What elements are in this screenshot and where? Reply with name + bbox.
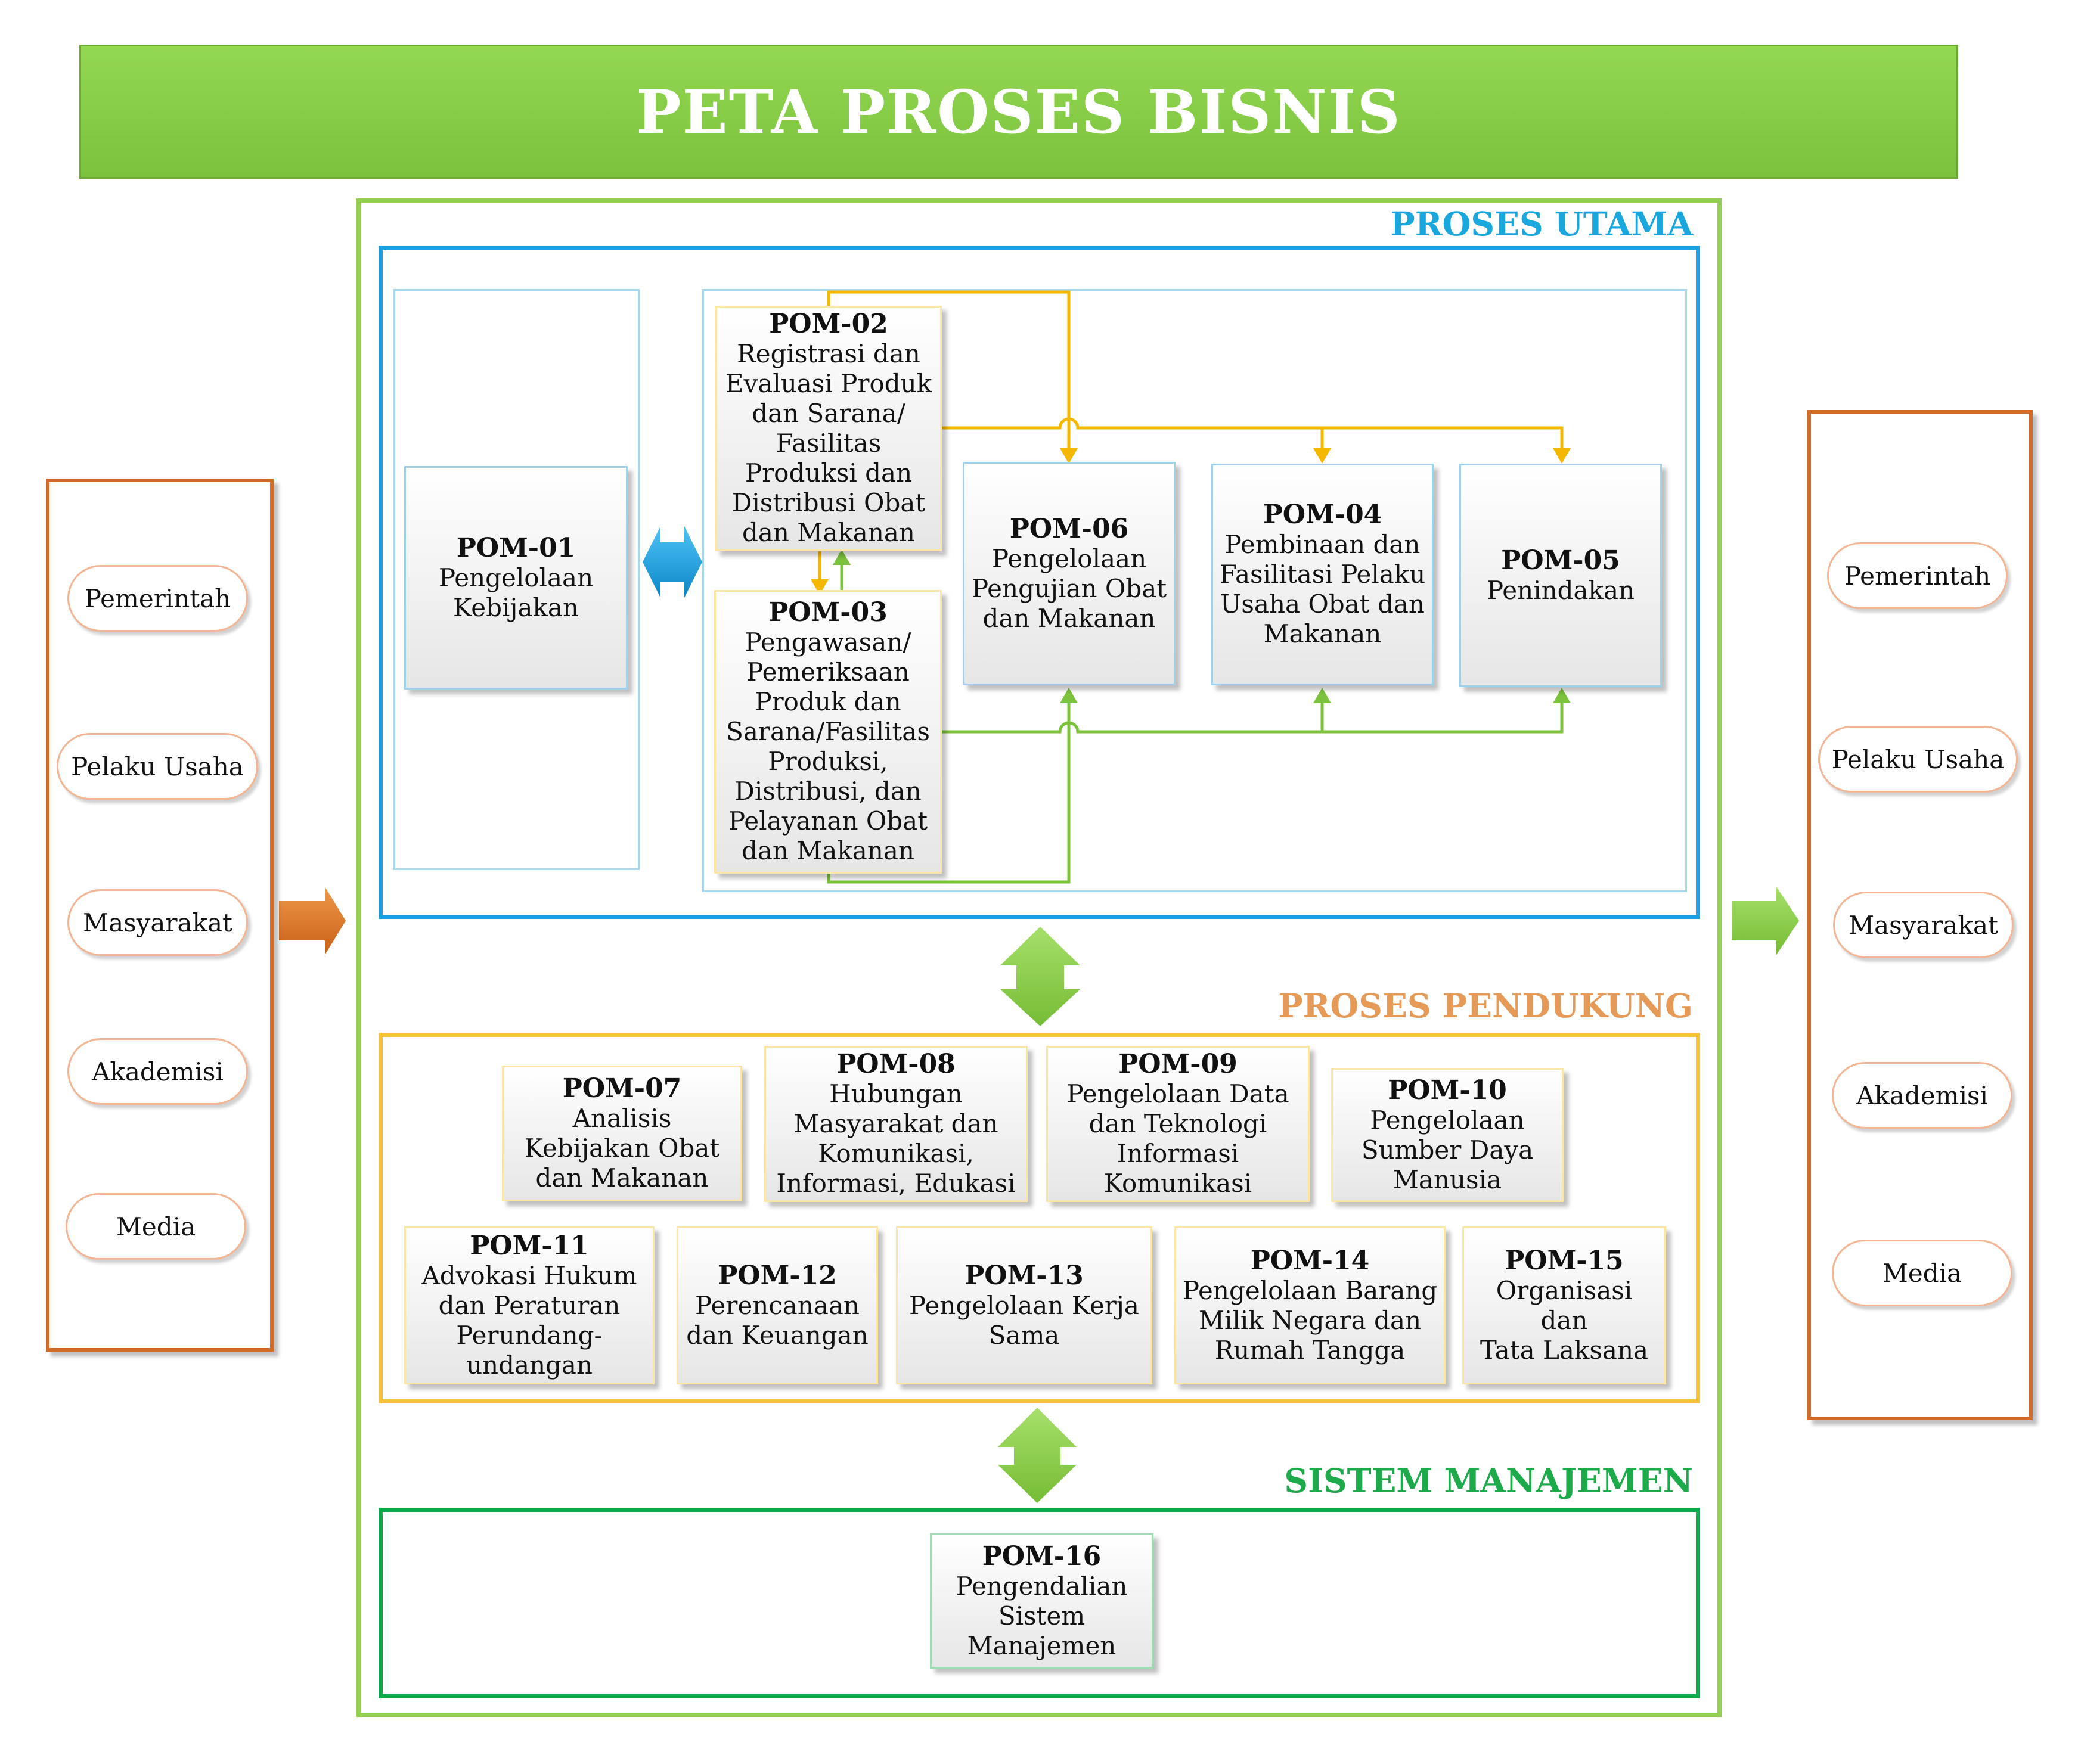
stakeholder-out-pelaku-usaha: Pelaku Usaha [1818,726,2018,793]
node-description: Analisis Kebijakan Obat dan Makanan [524,1104,720,1192]
process-node-pom-16: POM-16 Pengendalian Sistem Manajemen [930,1533,1153,1669]
node-description: Pengelolaan Kerja Sama [909,1290,1139,1350]
policy-group-frame [393,289,640,870]
node-description: Pengawasan/ Pemeriksaan Produk dan Saran… [726,628,930,865]
yellow-arrowheads [811,448,1571,595]
node-description: Pengendalian Sistem Manajemen [956,1571,1128,1660]
process-node-pom-01: POM-01 Pengelolaan Kebijakan [404,466,628,690]
support-management-double-arrow [998,1408,1077,1503]
output-arrow [1732,887,1799,955]
node-code: POM-06 [1009,513,1129,544]
management-system-box [379,1508,1700,1698]
section-label-support: PROSES PENDUKUNG [1278,986,1693,1025]
node-description: Registrasi dan Evaluasi Produk dan Saran… [725,339,932,547]
process-node-pom-02: POM-02 Registrasi dan Evaluasi Produk da… [715,306,942,551]
stakeholder-in-masyarakat: Masyarakat [67,889,248,956]
node-code: POM-02 [769,309,888,339]
main-support-double-arrow [1000,927,1080,1026]
node-description: Pengelolaan Data dan Teknologi Informasi… [1066,1079,1289,1198]
node-description: Pengelolaan Barang Milik Negara dan Ruma… [1182,1275,1438,1365]
yellow-connectors [818,290,1564,583]
node-description: Pembinaan dan Fasilitasi Pelaku Usaha Ob… [1219,530,1426,648]
node-code: POM-13 [964,1260,1084,1291]
green-arrowheads [833,549,1571,703]
input-arrow [279,887,346,955]
process-node-pom-15: POM-15 Organisasi dan Tata Laksana [1462,1226,1666,1384]
process-node-pom-12: POM-12 Perencanaan dan Keuangan [677,1226,878,1384]
node-code: POM-07 [562,1073,682,1104]
node-description: Pengelolaan Kebijakan [438,563,594,622]
page-title: PETA PROSES BISNIS [79,45,1958,179]
node-code: POM-14 [1250,1245,1370,1276]
stakeholder-in-pelaku-usaha: Pelaku Usaha [57,733,258,800]
main-process-box [379,246,1700,919]
process-node-pom-11: POM-11 Advokasi Hukum dan Peraturan Peru… [404,1226,655,1384]
process-node-pom-03: POM-03 Pengawasan/ Pemeriksaan Produk da… [714,590,942,874]
process-node-pom-09: POM-09 Pengelolaan Data dan Teknologi In… [1046,1046,1310,1202]
process-node-pom-10: POM-10 Pengelolaan Sumber Daya Manusia [1331,1068,1564,1202]
node-code: POM-08 [836,1049,956,1079]
process-node-pom-06: POM-06 Pengelolaan Pengujian Obat dan Ma… [963,462,1176,685]
stakeholder-in-pemerintah: Pemerintah [67,565,248,632]
stakeholder-out-akademisi: Akademisi [1832,1062,2012,1129]
node-description: Hubungan Masyarakat dan Komunikasi, Info… [776,1079,1016,1198]
node-code: POM-16 [982,1541,1102,1572]
node-description: Pengelolaan Pengujian Obat dan Makanan [971,544,1167,633]
node-code: POM-11 [470,1230,589,1261]
node-code: POM-03 [768,597,888,628]
process-node-pom-14: POM-14 Pengelolaan Barang Milik Negara d… [1174,1226,1446,1384]
stakeholder-in-media: Media [66,1193,246,1260]
stakeholder-out-media: Media [1832,1240,2012,1306]
node-description: Penindakan [1486,575,1635,605]
process-node-pom-13: POM-13 Pengelolaan Kerja Sama [896,1226,1152,1384]
stakeholder-in-akademisi: Akademisi [67,1038,248,1105]
node-code: POM-05 [1501,545,1620,576]
node-code: POM-10 [1388,1074,1507,1105]
process-node-pom-05: POM-05 Penindakan [1459,464,1662,687]
process-node-pom-07: POM-07 Analisis Kebijakan Obat dan Makan… [502,1066,742,1201]
support-process-box [379,1033,1700,1403]
policy-double-arrow [643,526,702,598]
node-description: Advokasi Hukum dan Peraturan Perundang- … [421,1260,637,1380]
process-frame [356,198,1722,1717]
node-code: POM-15 [1505,1245,1624,1276]
node-description: Organisasi dan Tata Laksana [1480,1275,1649,1365]
process-node-pom-04: POM-04 Pembinaan dan Fasilitasi Pelaku U… [1211,464,1434,685]
node-description: Perencanaan dan Keuangan [686,1290,869,1350]
green-connectors [827,561,1564,884]
node-code: POM-04 [1263,499,1382,530]
node-description: Pengelolaan Sumber Daya Manusia [1361,1105,1534,1194]
node-code: POM-09 [1118,1049,1238,1079]
stakeholder-out-masyarakat: Masyarakat [1833,892,2014,958]
operations-group-frame [702,289,1687,892]
section-label-main: PROSES UTAMA [1390,204,1693,243]
node-code: POM-01 [456,532,576,563]
node-code: POM-12 [718,1260,837,1291]
section-label-management: SISTEM MANAJEMEN [1284,1461,1693,1500]
process-node-pom-08: POM-08 Hubungan Masyarakat dan Komunikas… [764,1046,1028,1202]
stakeholder-out-pemerintah: Pemerintah [1827,542,2008,609]
